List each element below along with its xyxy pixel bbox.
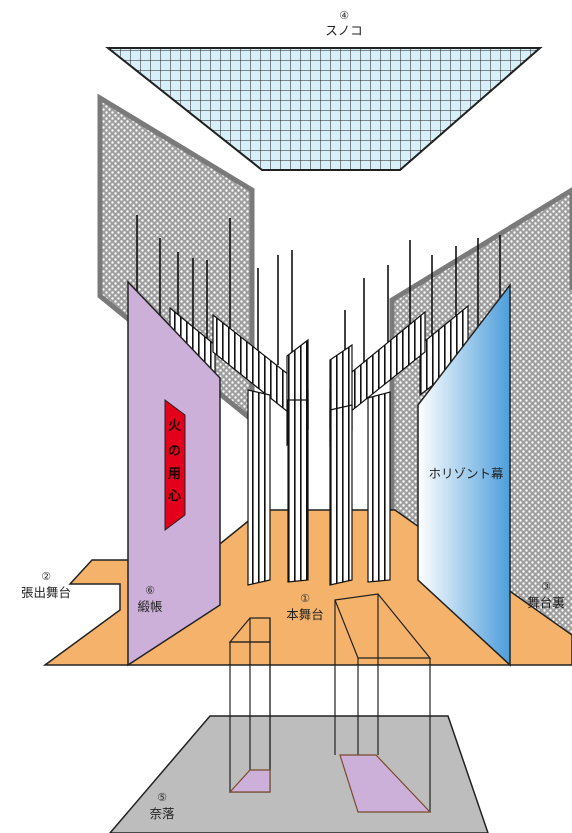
sunoko-grid [105,47,543,171]
sign-char-1: 火 [168,419,182,434]
lift-left [228,617,271,793]
drop-left-2 [287,399,309,583]
label-butaiura-num: ③ [541,580,551,593]
lift-right [334,593,432,813]
sign-char-4: 心 [168,489,181,504]
label-honbutai: 本舞台 [286,607,324,622]
label-sunoko-num: ④ [339,9,349,22]
drop-left-1 [247,389,271,586]
label-haridashi: 張出舞台 [21,585,71,600]
label-haridashi-num: ② [41,570,51,583]
label-sunoko: スノコ [325,23,363,38]
drop-right-2 [367,391,391,583]
label-butaiura: 舞台裏 [527,595,565,610]
sign-char-2: の [168,444,181,459]
sign-char-3: 用 [167,467,181,482]
butaiura-area [505,290,572,660]
horizont-curtain [417,282,511,667]
label-naraku-num: ⑤ [157,791,167,804]
label-naraku: 奈落 [149,806,175,821]
label-horizont: ホリゾント幕 [428,466,504,481]
drop-right-1 [329,404,353,586]
label-donchou: 緞帳 [137,599,162,614]
label-honbutai-num: ① [300,592,310,605]
fire-caution-sign [164,399,186,531]
label-donchou-num: ⑥ [145,584,155,597]
